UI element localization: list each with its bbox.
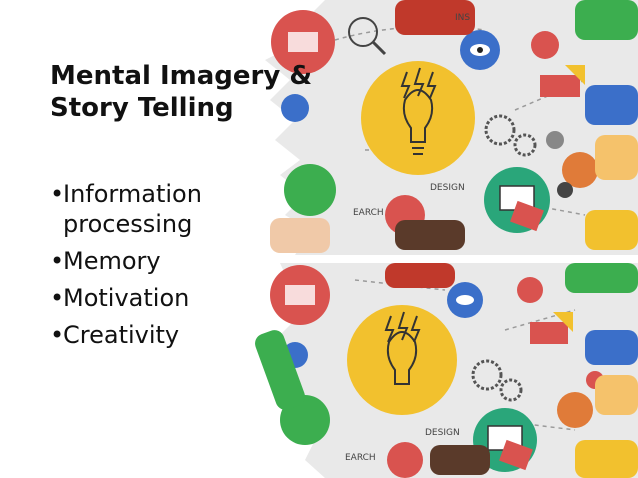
bullet-text: Memory: [63, 247, 161, 275]
slide-title: Mental Imagery & Story Telling: [50, 60, 330, 124]
title-line-1: Mental Imagery &: [50, 61, 313, 91]
bullet-text-line2: processing: [63, 210, 193, 238]
gear-icon-bottom: [471, 359, 503, 391]
magnifier-icon: [348, 17, 378, 47]
bullet-text-line1: Information: [63, 180, 202, 208]
gear-icon: [484, 114, 516, 146]
search-label: EARCH: [353, 208, 384, 218]
lightbulb-icon-bottom: [347, 305, 457, 415]
brainstorm-image: DESIGN EARCH INS: [255, 0, 638, 478]
bullet-text: Creativity: [63, 321, 180, 349]
bullet-creativity: • Creativity: [50, 317, 280, 354]
bottom-image-panel: DESIGN EARCH: [255, 263, 638, 478]
search-label-bottom: EARCH: [345, 453, 376, 463]
design-label: DESIGN: [430, 183, 465, 193]
bullet-dot: •: [50, 180, 65, 208]
bullet-memory: • Memory: [50, 243, 280, 280]
lightbulb-icon: [361, 61, 475, 175]
ins-label: INS: [455, 13, 470, 23]
design-label-bottom: DESIGN: [425, 428, 460, 438]
title-line-2: Story Telling: [50, 93, 234, 123]
top-image-panel: DESIGN EARCH INS: [265, 0, 638, 255]
bullet-text: Motivation: [63, 284, 190, 312]
bullet-motivation: • Motivation: [50, 280, 280, 317]
bullet-dot: •: [50, 284, 65, 312]
bullet-dot: •: [50, 321, 65, 349]
bullet-dot: •: [50, 247, 65, 275]
